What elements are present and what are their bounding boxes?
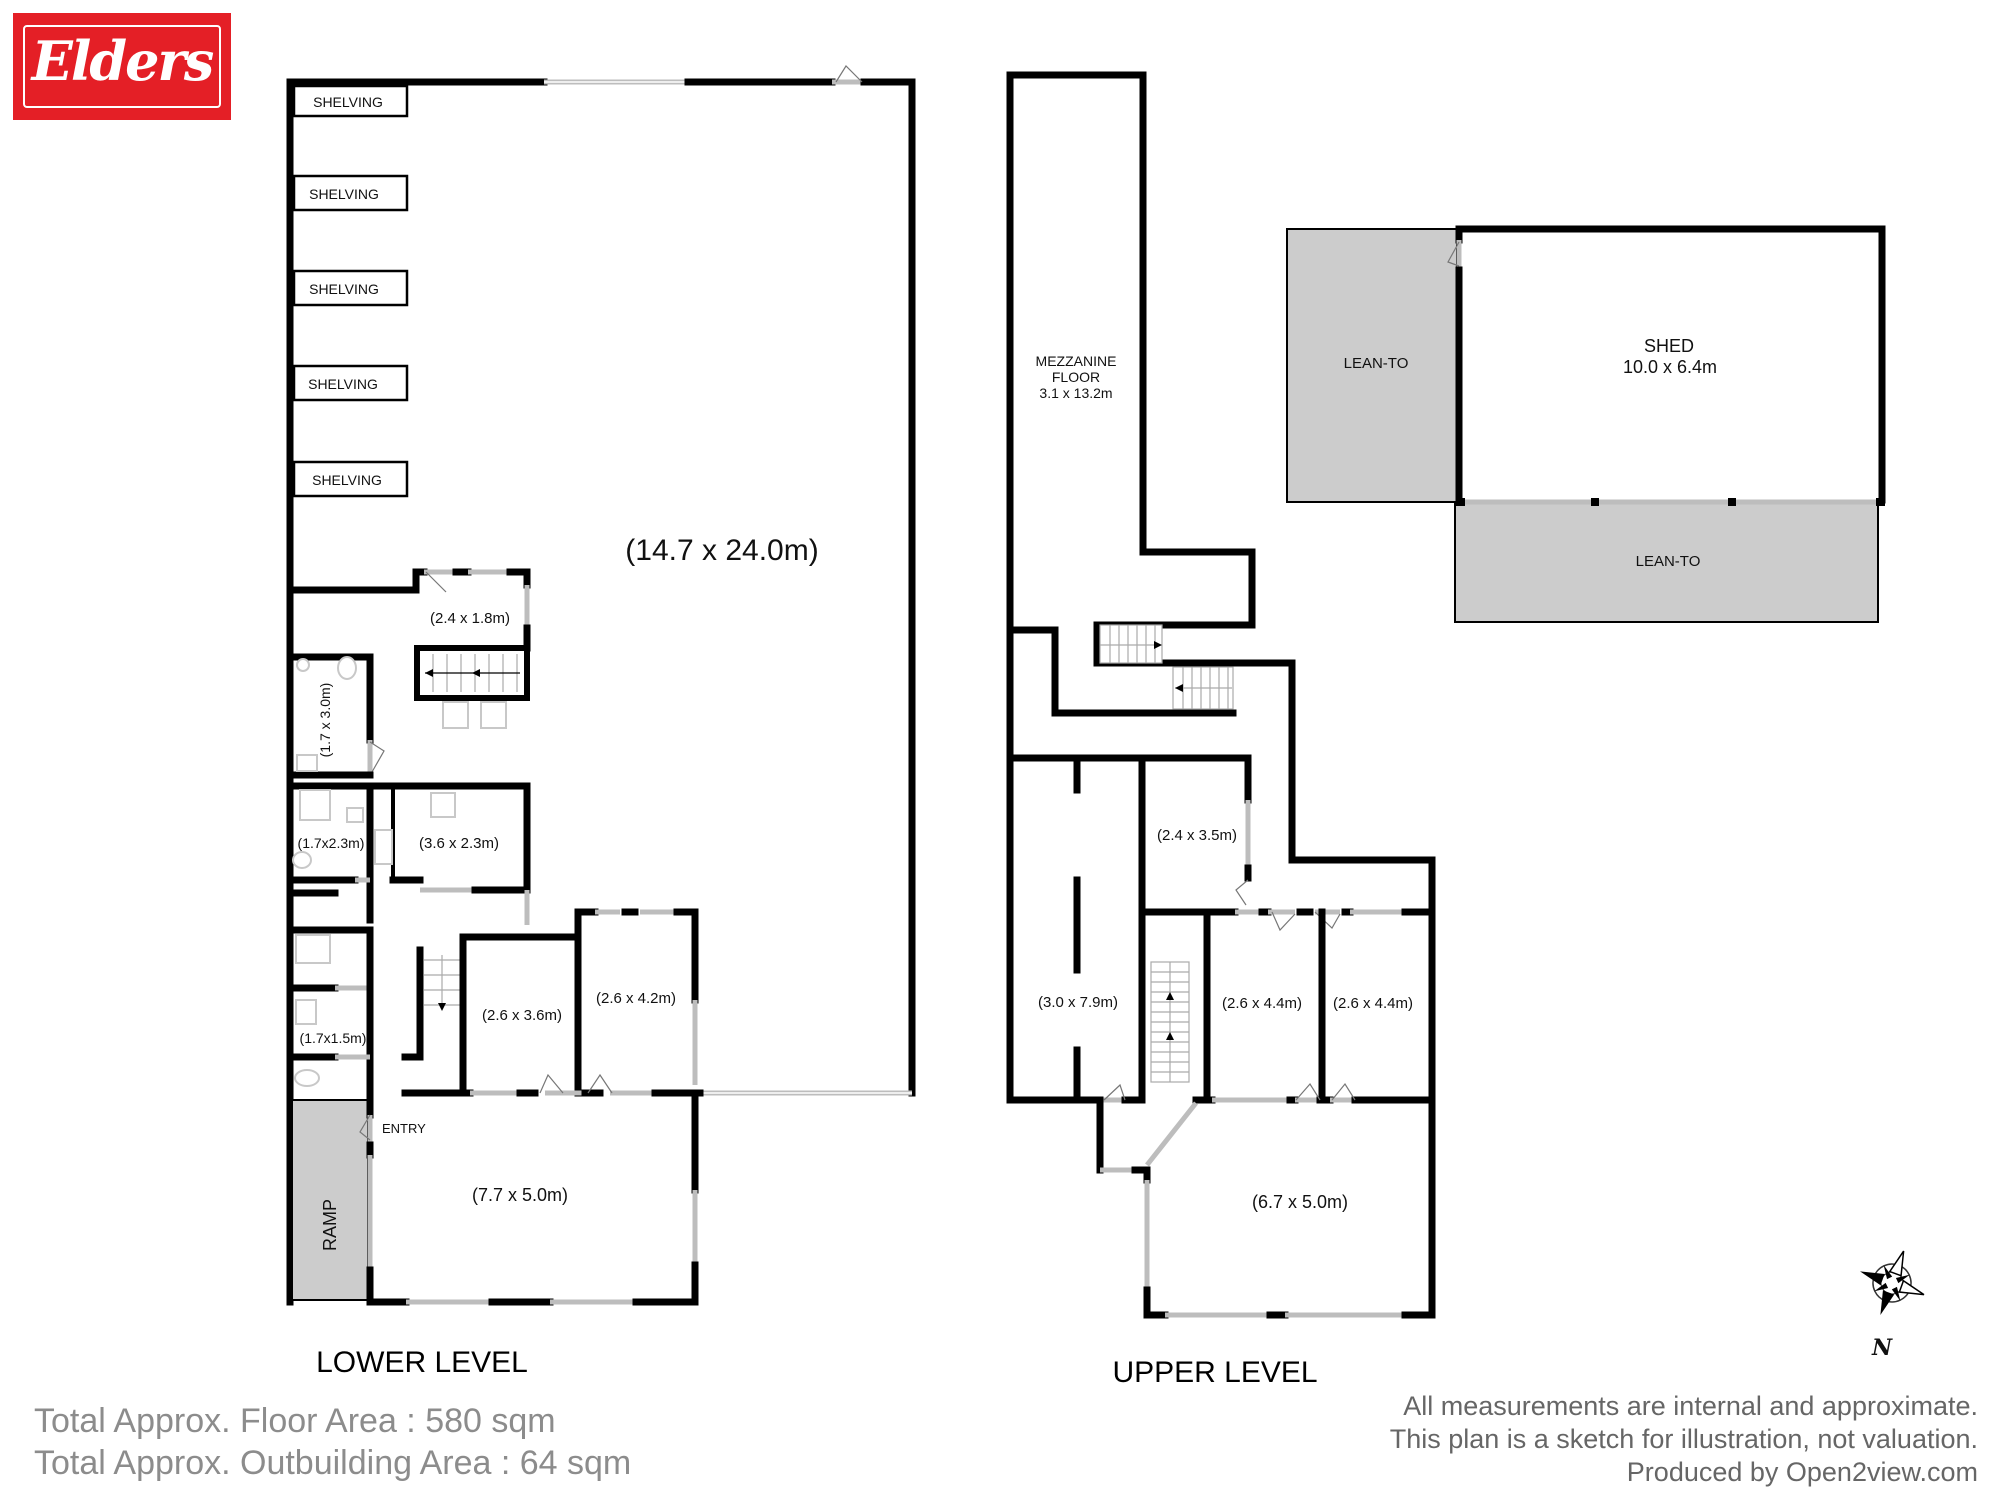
shelving-label-4: SHELVING <box>308 376 378 392</box>
living-room: (6.7 x 5.0m) <box>1096 1096 1436 1319</box>
mezzanine-floor: MEZZANINE FLOOR 3.1 x 13.2m <box>1006 71 1436 1104</box>
shower-icon <box>295 999 317 1025</box>
arrow-left-icon <box>1175 684 1183 692</box>
arrow-left-icon <box>425 669 433 677</box>
arrow-up-icon <box>1166 1032 1174 1040</box>
cabinet-icon <box>374 829 393 865</box>
post <box>1728 498 1736 506</box>
room-label-room-e: (2.6 x 4.4m) <box>1333 995 1413 1012</box>
post <box>1876 498 1885 506</box>
arrow-down-icon <box>438 1003 446 1011</box>
appliance-icon <box>480 701 507 729</box>
disclaimer-line-3: Produced by Open2view.com <box>1626 1457 1978 1487</box>
stairs-icon <box>1099 624 1163 664</box>
lean-to-left-area <box>1286 228 1458 503</box>
basin-icon <box>346 807 364 823</box>
door-swing-icon <box>369 741 385 773</box>
door-swing-icon <box>587 1073 613 1094</box>
post <box>1591 498 1599 506</box>
logo-frame <box>23 25 221 108</box>
lower-level-title: LOWER LEVEL <box>316 1346 528 1379</box>
arrow-right-icon <box>1154 641 1162 649</box>
shed-size-label: 10.0 x 6.4m <box>1623 357 1717 377</box>
lean-to-left-label: LEAN-TO <box>1344 355 1409 372</box>
shelving-label-1: SHELVING <box>313 94 383 110</box>
door-swing-icon <box>1447 241 1460 267</box>
shed-name-label: SHED <box>1644 336 1694 356</box>
door-swing-icon <box>1271 911 1296 932</box>
room-label-room-b: (2.6 x 4.2m) <box>596 990 676 1007</box>
upper-level-plan: MEZZANINE FLOOR 3.1 x 13.2m <box>1006 71 1436 1389</box>
arrow-up-icon <box>1166 992 1174 1000</box>
shelving-box-5 <box>292 460 409 498</box>
lower-level-plan: SHELVING SHELVING SHELVING SHELVING SHEL… <box>286 65 916 1379</box>
amenities-block: (2.4 x 1.8m) (1.7 x 3. <box>286 568 704 1097</box>
shower-icon <box>296 754 318 772</box>
mezzanine-label-2: FLOOR <box>1052 369 1100 385</box>
shelving-label-5: SHELVING <box>312 472 382 488</box>
door-swing-icon <box>359 1114 371 1141</box>
disclaimer-line-2: This plan is a sketch for illustration, … <box>1389 1424 1978 1454</box>
toilet-icon <box>292 851 312 869</box>
warehouse-walls <box>286 65 916 1306</box>
entry-room: RAMP ENTRY (7.7 x 5.0m) <box>291 1089 699 1306</box>
total-outbuilding-area: Total Approx. Outbuilding Area : 64 sqm <box>34 1444 632 1482</box>
room-label-living: (6.7 x 5.0m) <box>1252 1192 1348 1212</box>
door-swing-icon <box>835 65 863 83</box>
mezzanine-label-1: MEZZANINE <box>1036 353 1117 369</box>
room-label-bath-1: (1.7 x 3.0m) <box>317 683 333 758</box>
room-label-office-small: (2.4 x 1.8m) <box>430 610 510 627</box>
entry-label: ENTRY <box>382 1121 426 1136</box>
room-label-room-a: (2.6 x 3.6m) <box>482 1007 562 1024</box>
compass-icon <box>1860 1250 1925 1315</box>
room-label-room-c: (2.4 x 3.5m) <box>1157 827 1237 844</box>
shelving-label-2: SHELVING <box>309 186 379 202</box>
room-label-room-d: (2.6 x 4.4m) <box>1222 995 1302 1012</box>
main-room-label: (14.7 x 24.0m) <box>625 534 818 567</box>
shelving-label-3: SHELVING <box>309 281 379 297</box>
post <box>1456 498 1465 506</box>
room-label-entry-room: (7.7 x 5.0m) <box>472 1185 568 1205</box>
elders-logo: Elders <box>13 13 231 120</box>
sink-icon <box>442 701 469 729</box>
ramp-area <box>291 1099 369 1301</box>
arrow-left-icon <box>472 669 480 677</box>
room-label-long-room: (3.0 x 7.9m) <box>1038 994 1118 1011</box>
room-label-kitchen: (3.6 x 2.3m) <box>419 835 499 852</box>
room-label-bath-2: (1.7x2.3m) <box>298 835 365 851</box>
shelving-box-1 <box>292 84 409 118</box>
lean-to-bottom-area <box>1454 501 1879 623</box>
room-label-bath-3: (1.7x1.5m) <box>300 1030 367 1046</box>
door-swing-icon <box>1103 1083 1126 1101</box>
shelving-box-4 <box>292 364 409 402</box>
stairs-icon <box>424 955 460 1006</box>
toilet-icon <box>337 656 357 680</box>
upper-rooms: (3.0 x 7.9m) (2.4 x 3.5m) <box>1006 754 1436 1319</box>
shelving-units: SHELVING SHELVING SHELVING SHELVING SHEL… <box>292 84 409 498</box>
lean-to-bottom-label: LEAN-TO <box>1636 553 1701 570</box>
toilet-icon <box>294 1069 320 1087</box>
shelving-box-3 <box>292 269 409 307</box>
door-swing-icon <box>539 1073 564 1094</box>
shed-area <box>1459 230 1880 502</box>
basin-icon <box>296 658 310 672</box>
basin-icon <box>295 934 331 964</box>
disclaimer-line-1: All measurements are internal and approx… <box>1403 1391 1978 1421</box>
total-floor-area: Total Approx. Floor Area : 580 sqm <box>34 1402 556 1440</box>
upper-level-title: UPPER LEVEL <box>1112 1356 1317 1389</box>
mezzanine-label-3: 3.1 x 13.2m <box>1039 385 1112 401</box>
cooktop-icon <box>430 792 456 818</box>
door-swing-icon <box>1295 1082 1321 1101</box>
door-swing-icon <box>425 571 447 593</box>
door-swing-icon <box>1331 1082 1356 1101</box>
logo-text: Elders <box>31 29 215 93</box>
shelving-box-2 <box>292 174 409 212</box>
ramp-label: RAMP <box>320 1199 340 1251</box>
outbuilding-plan: LEAN-TO LEAN-TO SHED 10.0 x 6.4m <box>1286 225 1886 623</box>
north-label: N <box>1871 1335 1893 1361</box>
bathtub-icon <box>299 789 331 821</box>
stairs-icon <box>1150 961 1190 1083</box>
door-swing-icon <box>1235 879 1249 906</box>
